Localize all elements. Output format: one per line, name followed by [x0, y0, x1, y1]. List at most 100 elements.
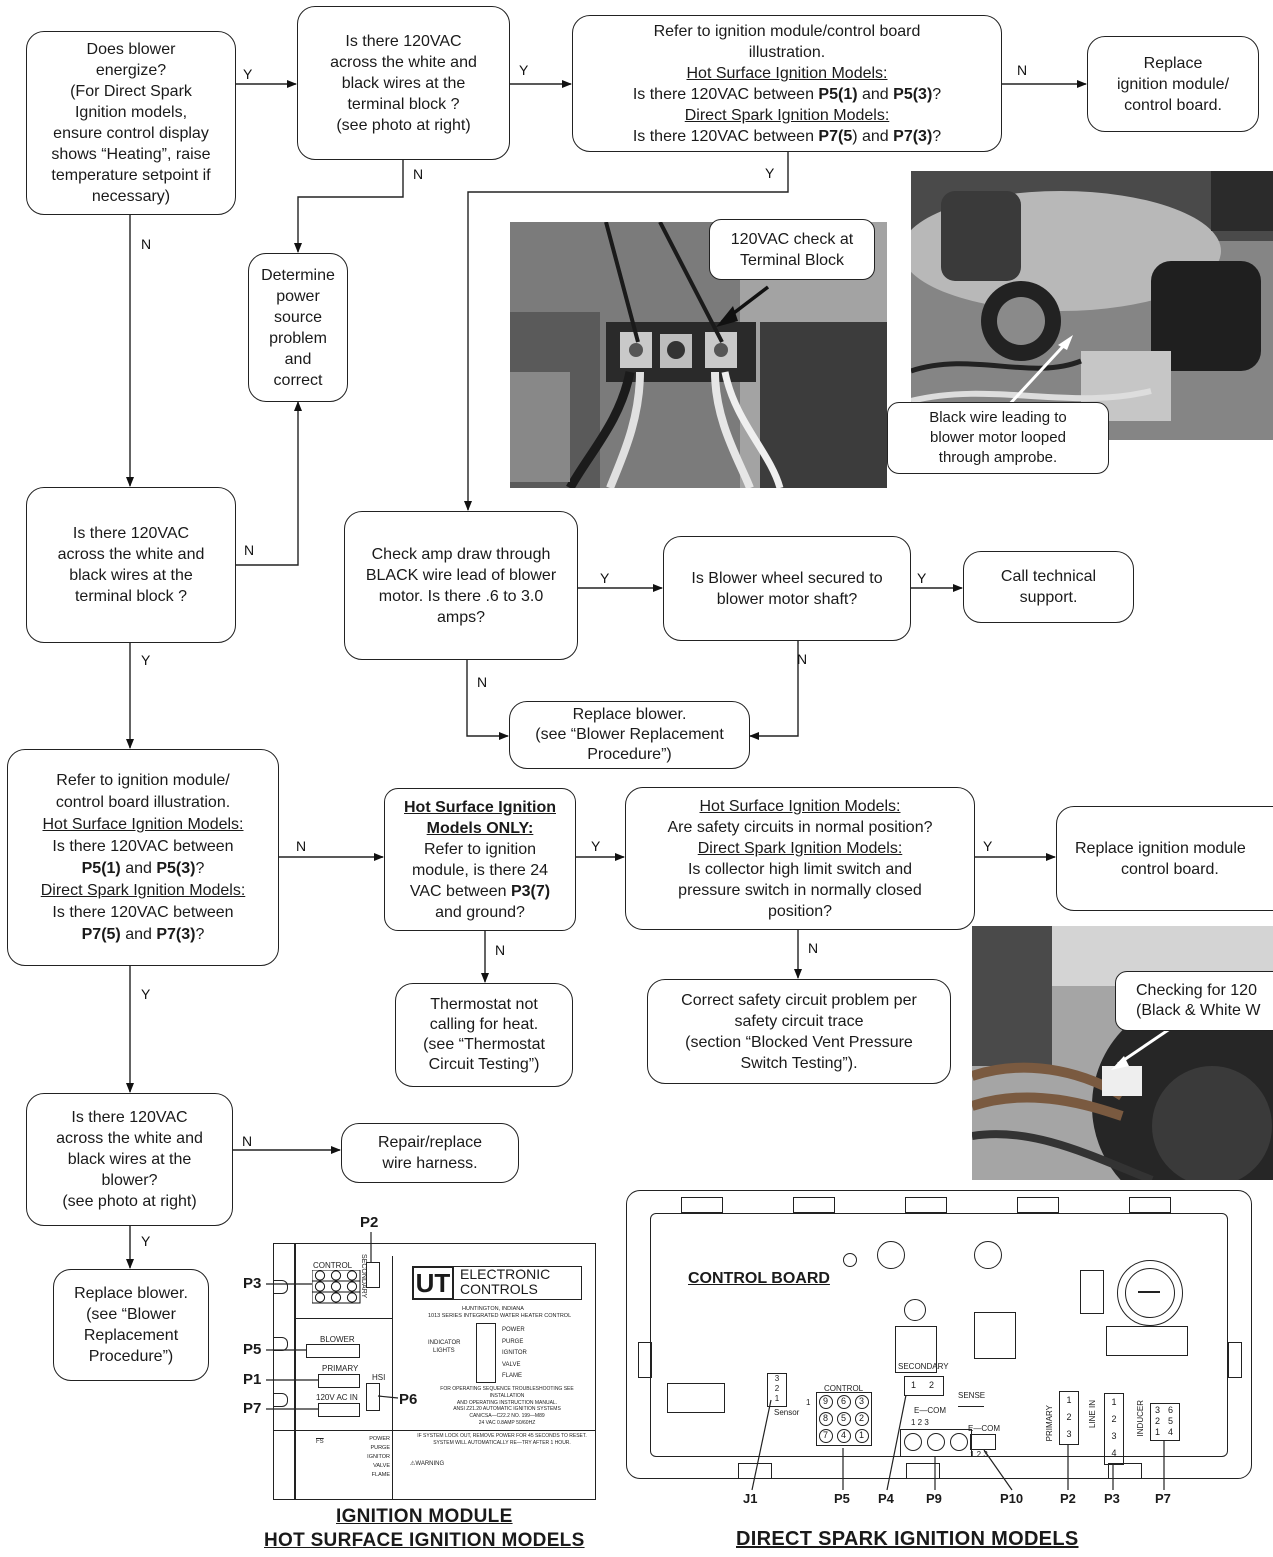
- inducer-connector: 3 6 2 5 1 4: [1150, 1403, 1180, 1441]
- ac-in-connector: [318, 1403, 360, 1417]
- note-line: IF SYSTEM LOCK OUT, REMOVE POWER FOR 45 …: [417, 1433, 587, 1439]
- control-pin-labels: 9 6 3 8 5 2 7 4 1: [816, 1392, 872, 1446]
- blower-label: BLOWER: [320, 1335, 355, 1344]
- action-replace-blower-mid: Replace blower. (see “Blower Replacement…: [509, 701, 750, 769]
- secondary-connector: [366, 1262, 380, 1288]
- ecom2-pins: 1 2 3: [970, 1450, 988, 1459]
- board-clip: [1129, 1197, 1171, 1213]
- text: VAC between: [409, 882, 511, 900]
- text-line: P7(5) and P7(3)?: [82, 924, 205, 946]
- blower-photo: [972, 926, 1273, 1180]
- note-line: FOR OPERATING SEQUENCE TROUBLESHOOTING S…: [440, 1386, 574, 1399]
- board-clip: [738, 1463, 772, 1479]
- question-hsi-24vac: Hot Surface Ignition Models ONLY: Refer …: [384, 788, 576, 931]
- light-label: FLAME: [371, 1472, 390, 1478]
- ecom-numbers: 1 2 3: [911, 1418, 929, 1427]
- mount-slot: [273, 1280, 288, 1294]
- edge-label-n: N: [242, 1133, 253, 1149]
- pin: 6: [1168, 1405, 1174, 1415]
- text-line: 120VAC check at: [730, 230, 854, 248]
- question-refer-module-left: Refer to ignition module/ control board …: [7, 749, 279, 966]
- text: Is there 120VAC between: [632, 85, 819, 103]
- text-line: black wires at the: [341, 74, 466, 92]
- text-line: Correct safety circuit problem per: [681, 991, 917, 1009]
- edge-label-y: Y: [519, 62, 529, 78]
- edge-label-n: N: [1017, 62, 1028, 78]
- light-label: POWER: [502, 1327, 525, 1333]
- edge-label-y: Y: [141, 986, 151, 1002]
- action-replace-module-top: Replace ignition module/ control board.: [1087, 36, 1259, 132]
- p10-tag: P10: [1000, 1491, 1024, 1506]
- text-line: Replace: [1143, 54, 1203, 72]
- text-line: Repair/replace: [377, 1134, 483, 1151]
- text-line: (see “Blower Replacement: [535, 726, 724, 743]
- sense-line: [958, 1406, 984, 1408]
- light-label: FLAME: [502, 1373, 523, 1379]
- edge-label-n: N: [244, 542, 255, 558]
- text-line: Is there 120VAC: [71, 1109, 188, 1126]
- text-line: control board.: [1124, 96, 1222, 114]
- hsi-connector: [366, 1383, 380, 1411]
- pin: 1: [911, 1380, 917, 1390]
- pin-ref: P3(7): [510, 882, 551, 900]
- board-clip: [638, 1342, 652, 1378]
- text-line: Refer to ignition: [423, 840, 537, 858]
- blower-callout: Checking for 120 (Black & White W: [1115, 971, 1273, 1031]
- text-line: (see photo at right): [62, 1193, 197, 1210]
- edge-label-y: Y: [141, 652, 151, 668]
- board-hole: [843, 1253, 857, 1267]
- text-line: ensure control display: [53, 125, 209, 142]
- pin: 3: [774, 1374, 780, 1383]
- text-line: Is Blower wheel secured to: [691, 569, 883, 587]
- pin-ref: P5(1): [818, 85, 858, 103]
- light-label: IGNITOR: [367, 1454, 390, 1460]
- text-line: Black wire leading to: [929, 409, 1067, 426]
- primary-label: PRIMARY: [1045, 1405, 1054, 1442]
- dsi-heading: Direct Spark Ignition Models:: [40, 881, 246, 899]
- pin: 6: [841, 1396, 847, 1406]
- p2-tag: P2: [1060, 1491, 1076, 1506]
- text-line: shows “Heating”, raise: [51, 146, 211, 163]
- pin: 1: [1155, 1427, 1161, 1437]
- control-pin-grid: [816, 1392, 872, 1446]
- text-line: Does blower: [86, 41, 176, 58]
- bottom-lights-list: POWER PURGE IGNITOR VALVE FLAME: [352, 1435, 390, 1480]
- pin-ref: P7(5: [818, 127, 853, 145]
- capacitor-inner: [1125, 1268, 1175, 1318]
- dsi-heading: Direct Spark Ignition Models:: [697, 839, 903, 857]
- p1-tag: P1: [243, 1371, 262, 1388]
- text-line: terminal block ?: [74, 588, 188, 605]
- edge-label-y: Y: [591, 838, 601, 854]
- text: ?: [932, 127, 942, 145]
- text-line: amps?: [436, 608, 486, 626]
- lights-list: POWER PURGE IGNITOR VALVE FLAME: [502, 1325, 527, 1383]
- text-line: Is there 120VAC between P5(1) and P5(3)?: [633, 84, 941, 105]
- text-line: Is there 120VAC between: [52, 903, 234, 921]
- pin: 7: [823, 1430, 829, 1440]
- text-line: temperature setpoint if: [51, 167, 211, 184]
- brand-text: ELECTRONIC CONTROLS: [460, 1267, 550, 1297]
- mount-slot: [273, 1337, 288, 1351]
- j1-tag: J1: [743, 1491, 758, 1506]
- text-line: position?: [767, 902, 833, 920]
- relay: [974, 1312, 1016, 1359]
- note-line: SYSTEM WILL AUTOMATICALLY RE—TRY AFTER 1…: [433, 1440, 571, 1446]
- edge-label-n: N: [141, 236, 152, 252]
- pin: 4: [1111, 1448, 1117, 1458]
- board-clip: [1228, 1342, 1242, 1378]
- pin: 2: [1155, 1416, 1161, 1426]
- light-label: IGNITOR: [502, 1350, 527, 1356]
- text-line: P5(1) and P5(3)?: [82, 858, 205, 880]
- text-line: Is there 120VAC: [72, 525, 190, 542]
- text-line: correct: [273, 371, 323, 389]
- text: and: [857, 85, 894, 103]
- edge-label-n: N: [808, 940, 819, 956]
- text: ) and: [852, 127, 894, 145]
- text: and: [120, 859, 157, 877]
- ecom2-connector: [970, 1434, 996, 1450]
- control-label: CONTROL: [313, 1261, 353, 1270]
- pin: 1: [859, 1430, 865, 1440]
- relay: [895, 1326, 937, 1373]
- brand-line: CONTROLS: [460, 1281, 538, 1297]
- module-caption: HOT SURFACE IGNITION MODELS: [264, 1530, 585, 1551]
